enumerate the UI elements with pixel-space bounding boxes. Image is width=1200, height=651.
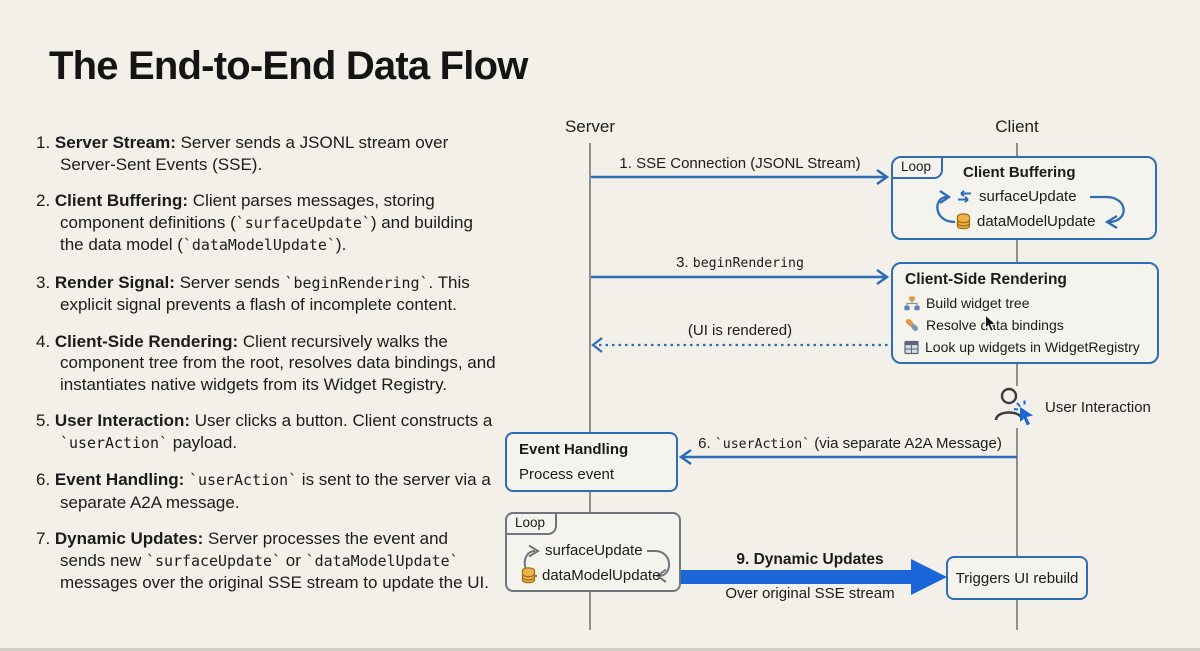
- step-item: 4. Client-Side Rendering: Client recursi…: [36, 331, 496, 394]
- event-handling-title: Event Handling: [519, 441, 629, 458]
- buffering-row-data-model-update: dataModelUpdate: [977, 213, 1096, 230]
- event-handling-body: Process event: [519, 466, 615, 483]
- server-lifeline: [589, 143, 591, 630]
- triggers-ui-rebuild-label: Triggers UI rebuild: [955, 569, 1079, 587]
- message-9-sublabel: Over original SSE stream: [725, 585, 895, 602]
- client-buffering-loop-tab: Loop: [892, 157, 944, 179]
- user-click-icon: [994, 387, 1033, 426]
- triggers-ui-rebuild-box: Triggers UI rebuild: [946, 556, 1088, 600]
- database-icon: [521, 567, 536, 584]
- client-buffering-box: Loop Client Buffering surfaceUpdate data…: [891, 156, 1157, 240]
- step-item: 7. Dynamic Updates: Server processes the…: [36, 529, 490, 592]
- server-loop-tab: Loop: [506, 513, 558, 535]
- page-title: The End-to-End Data Flow: [49, 44, 528, 88]
- user-actor: [993, 386, 1039, 428]
- event-handling-box: Event Handling Process event: [505, 432, 678, 492]
- loop-cycle-arrows: [936, 190, 1125, 229]
- step-item: 2. Client Buffering: Client parses messa…: [36, 191, 473, 254]
- client-lifeline-label: Client: [995, 117, 1039, 136]
- step-item: 1. Server Stream: Server sends a JSONL s…: [36, 133, 449, 174]
- loop2-row-surface-update: surfaceUpdate: [545, 542, 643, 559]
- client-side-rendering-title: Client-Side Rendering: [905, 271, 1067, 288]
- client-buffering-title: Client Buffering: [963, 164, 1076, 181]
- client-side-rendering-box: Client-Side Rendering Build widget tree …: [891, 262, 1159, 364]
- message-1-arrow: [591, 168, 890, 186]
- server-loop-box: Loop surfaceUpdate dataModelUpdate: [505, 512, 681, 592]
- data-binding-link-icon: [904, 317, 920, 333]
- widget-registry-icon: [904, 340, 919, 355]
- server-lifeline-label: Server: [564, 117, 616, 136]
- user-interaction-label: User Interaction: [1045, 399, 1151, 416]
- rendering-item-resolve-bindings: Resolve data bindings: [926, 317, 1064, 333]
- steps-list: 1. Server Stream: Server sends a JSONL s…: [36, 132, 498, 609]
- step-item: 5. User Interaction: User clicks a butto…: [36, 411, 493, 452]
- message-6-label: 6. `userAction` (via separate A2A Messag…: [698, 435, 1002, 452]
- step-item: 6. Event Handling: `userAction` is sent …: [36, 470, 491, 512]
- database-icon: [956, 213, 971, 230]
- rendering-item-lookup-widgets: Look up widgets in WidgetRegistry: [925, 339, 1140, 355]
- loop2-row-data-model-update: dataModelUpdate: [542, 567, 661, 584]
- mouse-pointer-cursor: [985, 313, 997, 332]
- ui-rendered-arrow: [591, 337, 890, 353]
- ui-rendered-label: (UI is rendered): [687, 322, 793, 339]
- rendering-item-build-tree: Build widget tree: [926, 295, 1030, 311]
- swap-arrows-icon: [956, 189, 973, 204]
- bottom-edge: [0, 648, 1200, 651]
- message-3-arrow: [591, 268, 890, 286]
- message-9-label: 9. Dynamic Updates: [736, 551, 884, 568]
- message-3-prefix: 3.: [676, 254, 693, 271]
- message-6-arrow: [678, 448, 1017, 466]
- message-1-label: 1. SSE Connection (JSONL Stream): [619, 155, 861, 172]
- step-item: 3. Render Signal: Server sends `beginRen…: [36, 272, 470, 315]
- buffering-row-surface-update: surfaceUpdate: [979, 188, 1077, 205]
- widget-tree-icon: [904, 296, 920, 311]
- message-3-code: beginRendering: [692, 256, 804, 271]
- message-3-label: 3. beginRendering: [590, 254, 890, 271]
- message-9-arrow: [681, 559, 947, 595]
